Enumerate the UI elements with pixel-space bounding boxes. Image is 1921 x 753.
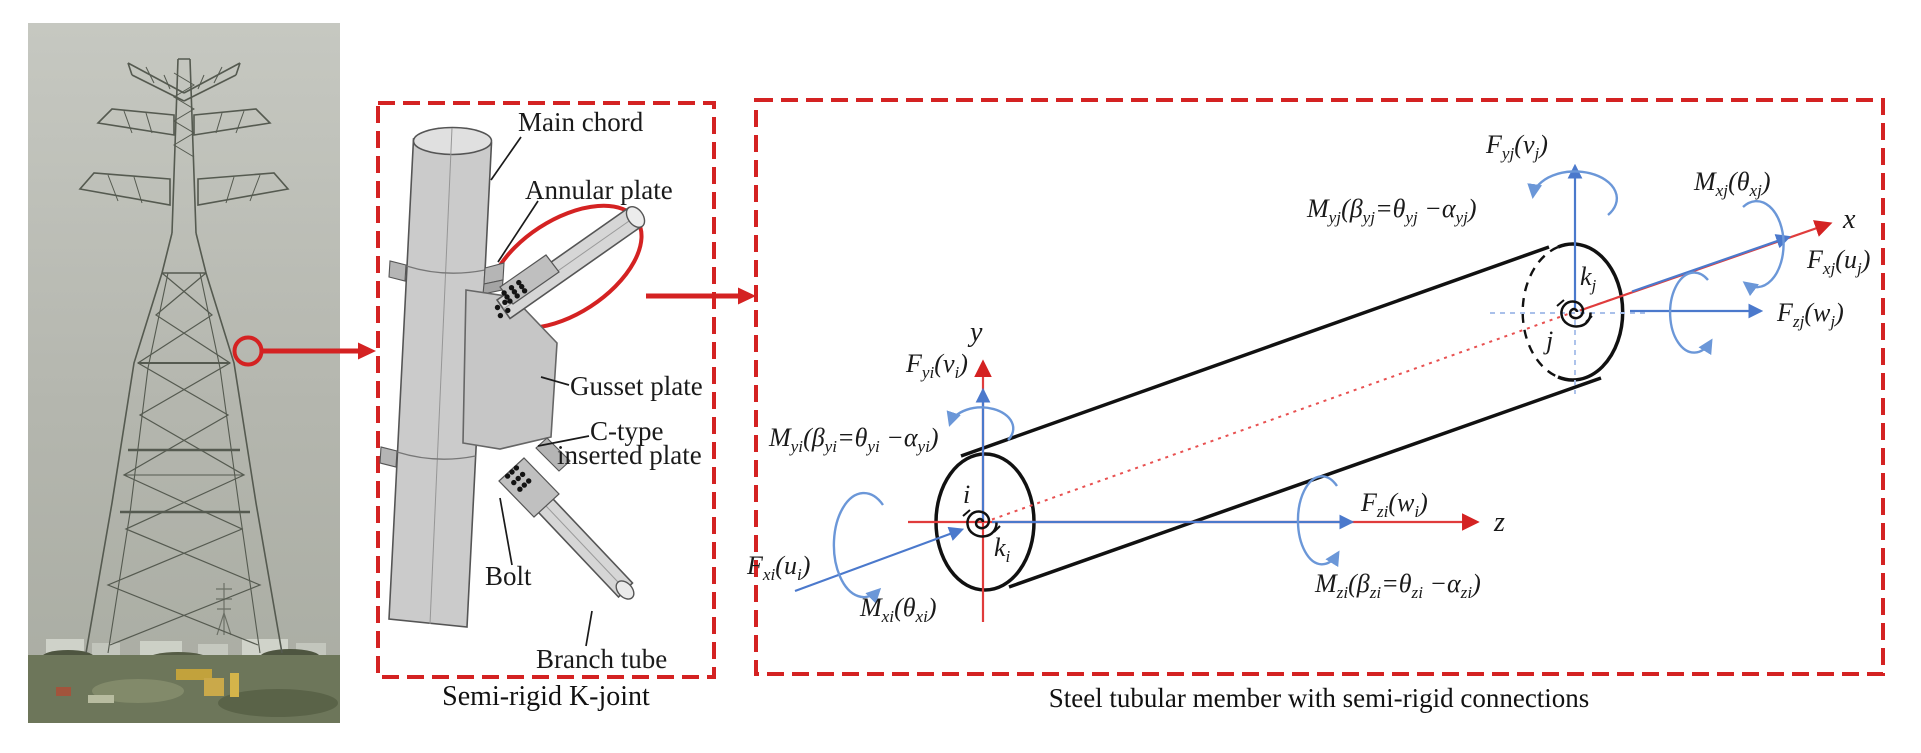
kjoint-caption: Semi-rigid K-joint	[442, 681, 650, 712]
upper-bolt-group	[494, 279, 528, 319]
moment-arcs	[832, 170, 1785, 604]
myi-arc	[946, 406, 1015, 441]
lower-bolt-group	[504, 465, 532, 492]
member-axis-dotted	[991, 313, 1569, 521]
mxi-arc	[832, 491, 884, 604]
distant-tower	[216, 583, 232, 636]
mzi-arc	[1296, 475, 1340, 568]
cylinder-top-edge	[960, 245, 1550, 458]
label-c-type-line1: C-type	[590, 416, 664, 446]
kjoint-drawing	[379, 126, 646, 647]
label-bolt: Bolt	[485, 561, 532, 591]
label-mxj: Mxj(θxj)	[1694, 167, 1771, 201]
main-chord-top-opening	[412, 126, 493, 156]
spring-j	[1560, 300, 1592, 328]
red-annotations	[232, 98, 1885, 679]
label-y-axis: y	[970, 317, 983, 348]
mzj-arc	[1668, 271, 1713, 356]
tower-photo	[28, 23, 340, 723]
label-node-j: j	[1546, 326, 1554, 355]
field-details	[56, 669, 338, 717]
tower-lattice	[78, 58, 290, 654]
label-fyj: Fyj(vj)	[1486, 130, 1548, 164]
myj-arc	[1527, 170, 1619, 216]
label-myi: Myi(βyi=θyi −αyi)	[769, 423, 939, 457]
label-gusset-plate: Gusset plate	[570, 371, 703, 401]
label-node-i: i	[963, 480, 971, 509]
spring-i	[966, 510, 998, 538]
label-main-chord: Main chord	[518, 107, 644, 137]
photo-highlight-circle	[232, 335, 264, 367]
label-fxi: Fxi(ui)	[747, 551, 811, 585]
label-branch-tube: Branch tube	[536, 644, 668, 674]
member-drawing	[794, 163, 1833, 622]
member-dashed-box	[754, 98, 1885, 676]
label-fxj: Fxj(uj)	[1807, 245, 1871, 279]
label-annular-plate: Annular plate	[525, 175, 673, 205]
joint-to-member-arrowhead	[738, 287, 756, 305]
tower-photo-art	[28, 58, 340, 723]
fxj-arrow	[1631, 234, 1792, 293]
cylinder-right-cap-hidden	[1521, 245, 1559, 379]
label-node-kj: kj	[1580, 262, 1597, 296]
cylinder-right-cap	[1557, 242, 1625, 382]
label-fyi: Fyi(vi)	[906, 349, 968, 383]
kjoint-pointer-lines	[490, 136, 593, 647]
label-node-ki: ki	[994, 533, 1011, 567]
cylinder-bottom-edge	[1008, 376, 1602, 589]
label-z-axis: z	[1494, 507, 1505, 538]
label-mxi: Mxi(θxi)	[860, 593, 937, 627]
member-caption: Steel tubular member with semi-rigid con…	[1048, 683, 1590, 713]
label-myj: Myj(βyj=θyj −αyj)	[1307, 194, 1477, 228]
semi-rigid-springs	[962, 299, 1593, 538]
fxi-arrow	[794, 526, 965, 593]
upper-branch-tube	[495, 205, 646, 320]
label-fzi: Fzi(wi)	[1361, 488, 1428, 522]
label-x-axis: x	[1843, 204, 1856, 235]
annular-plate-shape	[379, 260, 505, 468]
j-node-crosshair	[1490, 242, 1648, 394]
label-mzi: Mzi(βzi=θzi −αzi)	[1315, 569, 1481, 603]
label-fzj: Fzj(wj)	[1777, 298, 1844, 332]
mxj-arc	[1742, 199, 1785, 297]
photo-to-joint-arrowhead	[358, 342, 376, 360]
kjoint-dashed-box	[376, 101, 716, 679]
label-c-type-line2: inserted plate	[557, 440, 702, 470]
